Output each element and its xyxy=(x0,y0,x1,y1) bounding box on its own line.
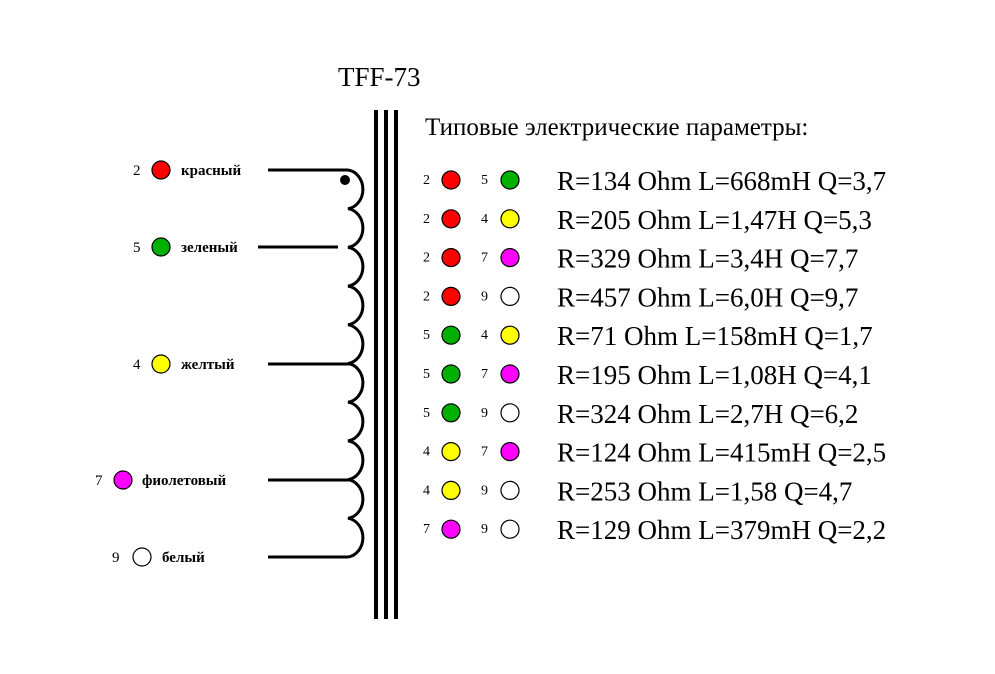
pin-b-dot xyxy=(500,286,520,306)
parameter-values: R=134 Ohm L=668mH Q=3,7 xyxy=(557,166,886,196)
parameter-row: 5 7 R=195 Ohm L=1,08H Q=4,1 xyxy=(423,360,872,390)
pin-b-dot xyxy=(500,442,520,462)
pin-a-dot xyxy=(441,170,461,190)
pin-number: 5 xyxy=(133,240,141,256)
pin-b-dot xyxy=(500,209,520,229)
pin-b-dot xyxy=(500,248,520,268)
pin-number: 7 xyxy=(95,473,103,489)
tap-9: 9 белый xyxy=(112,547,348,567)
pin-b: 7 xyxy=(481,251,488,266)
pin-a: 5 xyxy=(423,406,430,421)
tap-4: 4 желтый xyxy=(133,354,350,374)
pin-a-dot xyxy=(441,442,461,462)
parameter-values: R=329 Ohm L=3,4H Q=7,7 xyxy=(557,244,858,274)
parameter-row: 2 4 R=205 Ohm L=1,47H Q=5,3 xyxy=(423,205,872,235)
pin-a: 7 xyxy=(423,522,430,537)
pin-a: 2 xyxy=(423,251,430,266)
parameter-values: R=205 Ohm L=1,47H Q=5,3 xyxy=(557,205,872,235)
wire-color-dot xyxy=(151,160,171,180)
pin-b: 5 xyxy=(481,173,488,188)
pin-a-dot xyxy=(441,286,461,306)
tap-7: 7 фиолетовый xyxy=(95,470,350,490)
pin-a-dot xyxy=(441,248,461,268)
pin-a: 2 xyxy=(423,173,430,188)
pin-b-dot xyxy=(500,519,520,539)
core xyxy=(374,110,398,619)
pin-b: 4 xyxy=(481,212,488,227)
pin-b: 9 xyxy=(481,406,488,421)
pin-b-dot xyxy=(500,364,520,384)
pin-b-dot xyxy=(500,403,520,423)
wire-color-label: белый xyxy=(162,550,205,566)
parameter-table: 2 5 R=134 Ohm L=668mH Q=3,7 2 4 R=205 Ohm L=1… xyxy=(423,166,886,545)
subtitle: Типовые электрические параметры: xyxy=(425,114,808,141)
tap-5: 5 зеленый xyxy=(133,237,338,257)
pin-b: 7 xyxy=(481,367,488,382)
parameter-row: 4 7 R=124 Ohm L=415mH Q=2,5 xyxy=(423,438,886,468)
title: TFF-73 xyxy=(338,62,421,92)
parameter-row: 2 5 R=134 Ohm L=668mH Q=3,7 xyxy=(423,166,886,196)
pin-b: 9 xyxy=(481,289,488,304)
parameter-row: 5 9 R=324 Ohm L=2,7H Q=6,2 xyxy=(423,399,858,429)
parameter-row: 2 7 R=329 Ohm L=3,4H Q=7,7 xyxy=(423,244,858,274)
pin-a-dot xyxy=(441,209,461,229)
parameter-row: 4 9 R=253 Ohm L=1,58 Q=4,7 xyxy=(423,476,852,506)
pin-a: 2 xyxy=(423,212,430,227)
pin-a: 2 xyxy=(423,289,430,304)
pin-a-dot xyxy=(441,325,461,345)
pin-b-dot xyxy=(500,480,520,500)
parameter-values: R=324 Ohm L=2,7H Q=6,2 xyxy=(557,399,858,429)
parameter-values: R=129 Ohm L=379mH Q=2,2 xyxy=(557,515,886,545)
tap-2: 2 красный xyxy=(133,160,348,180)
wire-color-label: красный xyxy=(181,163,241,179)
pin-b: 4 xyxy=(481,328,488,343)
wire-color-label: зеленый xyxy=(181,240,238,256)
pin-number: 4 xyxy=(133,357,141,373)
pin-a: 5 xyxy=(423,328,430,343)
pin-b-dot xyxy=(500,325,520,345)
pin-a-dot xyxy=(441,364,461,384)
pin-a-dot xyxy=(441,480,461,500)
pin-a: 4 xyxy=(423,483,430,498)
pin-b: 7 xyxy=(481,445,488,460)
wire-color-dot xyxy=(151,354,171,374)
pin-b: 9 xyxy=(481,483,488,498)
parameter-row: 7 9 R=129 Ohm L=379mH Q=2,2 xyxy=(423,515,886,545)
wire-color-dot xyxy=(151,237,171,257)
pin-a: 4 xyxy=(423,445,430,460)
tap-legend: 2 красный 5 зеленый 4 желтый 7 фиолетовый 9 белый xyxy=(95,160,350,567)
parameter-values: R=253 Ohm L=1,58 Q=4,7 xyxy=(557,476,852,506)
pin-a-dot xyxy=(441,403,461,423)
wire-color-dot xyxy=(113,470,133,490)
winding-coil xyxy=(347,168,365,559)
parameter-values: R=71 Ohm L=158mH Q=1,7 xyxy=(557,321,873,351)
pin-a: 5 xyxy=(423,367,430,382)
parameter-values: R=124 Ohm L=415mH Q=2,5 xyxy=(557,438,886,468)
parameter-row: 5 4 R=71 Ohm L=158mH Q=1,7 xyxy=(423,321,873,351)
wire-color-label: фиолетовый xyxy=(142,473,227,489)
parameter-values: R=195 Ohm L=1,08H Q=4,1 xyxy=(557,360,872,390)
pin-number: 9 xyxy=(112,550,120,566)
pin-b-dot xyxy=(500,170,520,190)
pin-a-dot xyxy=(441,519,461,539)
parameter-row: 2 9 R=457 Ohm L=6,0H Q=9,7 xyxy=(423,282,858,312)
parameter-values: R=457 Ohm L=6,0H Q=9,7 xyxy=(557,282,858,312)
pin-b: 9 xyxy=(481,522,488,537)
polarity-dot xyxy=(340,175,350,185)
pin-number: 2 xyxy=(133,163,141,179)
wire-color-label: желтый xyxy=(181,357,235,373)
wire-color-dot xyxy=(132,547,152,567)
